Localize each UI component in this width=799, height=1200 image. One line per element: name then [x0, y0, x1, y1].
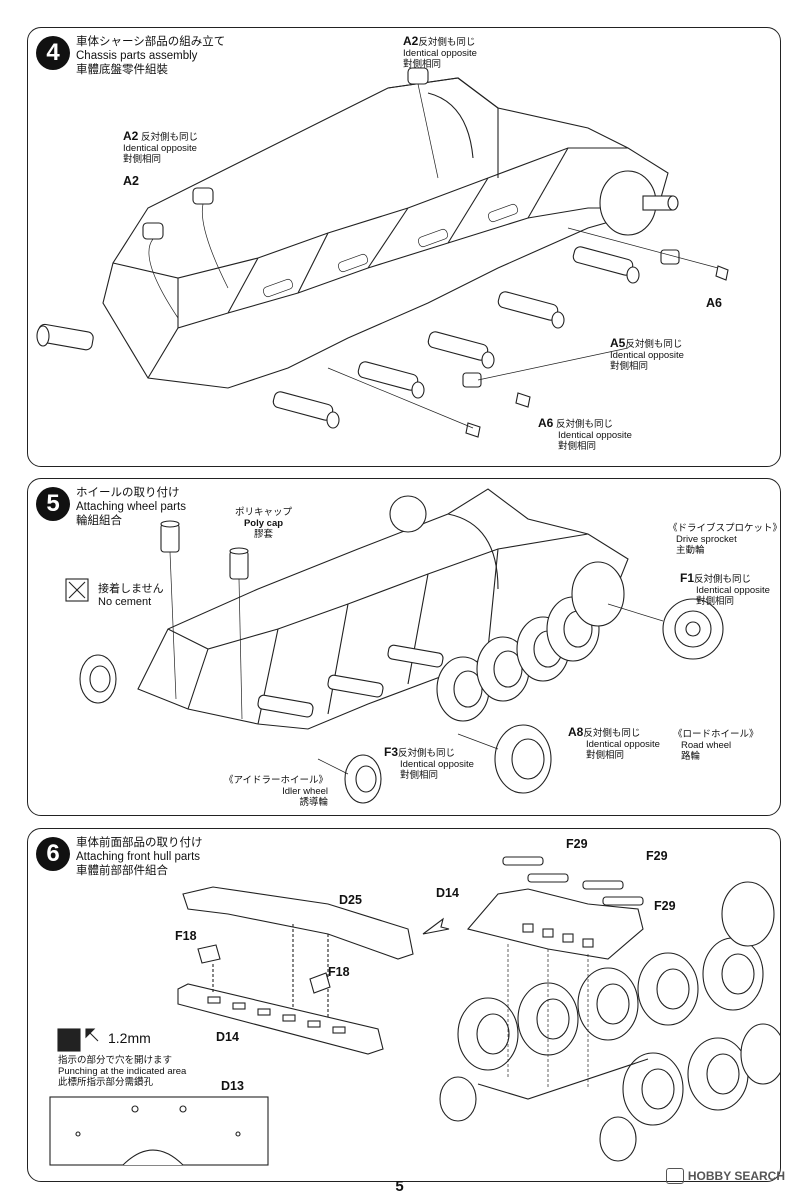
step-title: 車体シャーシ部品の組み立て Chassis parts assembly 車體底… — [76, 36, 226, 76]
watermark-logo-icon — [665, 1168, 684, 1184]
watermark: HOBBY SEARCH — [665, 1168, 785, 1184]
label-f29-b: F29 — [646, 849, 668, 863]
label-a5: A5反対側も同じ Identical opposite 對側相同 — [610, 336, 684, 372]
label-f18-b: F18 — [328, 965, 350, 979]
step-title: 車体前面部品の取り付け Attaching front hull parts 車… — [76, 837, 203, 877]
label-a2-top: A2反対側も同じ Identical opposite 對側相同 — [403, 34, 477, 70]
step-title: ホイールの取り付け Attaching wheel parts 輪組組合 — [76, 487, 186, 527]
label-a2-left: A2 — [123, 174, 139, 188]
step-6-panel: 6 車体前面部品の取り付け Attaching front hull parts… — [27, 828, 781, 1182]
label-d25: D25 — [339, 893, 362, 907]
polycap-label: ポリキャップ Poly cap 膠套 — [235, 507, 293, 540]
label-f1: F1反対側も同じ Identical opposite 對側相同 — [680, 571, 770, 607]
label-d13: D13 — [221, 1079, 244, 1093]
label-a8: A8反対側も同じ Identical opposite 對側相同 — [568, 725, 660, 761]
label-f18-a: F18 — [175, 929, 197, 943]
idler-wheel-label: 《アイドラーホイール》 Idler wheel 誘導輪 — [224, 775, 329, 808]
page-number: 5 — [395, 1178, 404, 1195]
step-5-panel: 5 ホイールの取り付け Attaching wheel parts 輪組組合 — [27, 478, 781, 816]
label-f3: F3反対側も同じ Identical opposite 對側相同 — [384, 745, 474, 781]
no-cement-label: 接着しません No cement — [98, 583, 164, 608]
road-wheel-label: 《ロードホイール》 Road wheel 路輪 — [673, 729, 759, 762]
label-f29-c: F29 — [654, 899, 676, 913]
label-a6-right: A6 — [706, 296, 722, 310]
chassis-assembly-drawing — [36, 67, 729, 438]
front-hull-drawing — [49, 856, 780, 1166]
step-number: 6 — [36, 837, 70, 871]
step-4-panel: 4 車体シャーシ部品の組み立て Chassis parts assembly 車… — [27, 27, 781, 467]
label-a2-mid: A2 反対側も同じ Identical opposite 對側相同 — [123, 129, 198, 165]
wheels-drawing — [65, 488, 724, 804]
step-number: 5 — [36, 487, 70, 521]
punching-label: 指示の部分で穴を開けます Punching at the indicated a… — [58, 1055, 187, 1088]
label-d14-b: D14 — [436, 886, 459, 900]
label-f29-a: F29 — [566, 837, 588, 851]
label-a6-bottom: A6 反対側も同じ Identical opposite 對側相同 — [538, 416, 632, 452]
step-number: 4 — [36, 36, 70, 70]
drive-sprocket-label: 《ドライブスプロケット》 Drive sprocket 主動輪 — [668, 523, 781, 556]
drill-size-label: 1.2mm — [108, 1030, 151, 1046]
label-d14-a: D14 — [216, 1030, 239, 1044]
